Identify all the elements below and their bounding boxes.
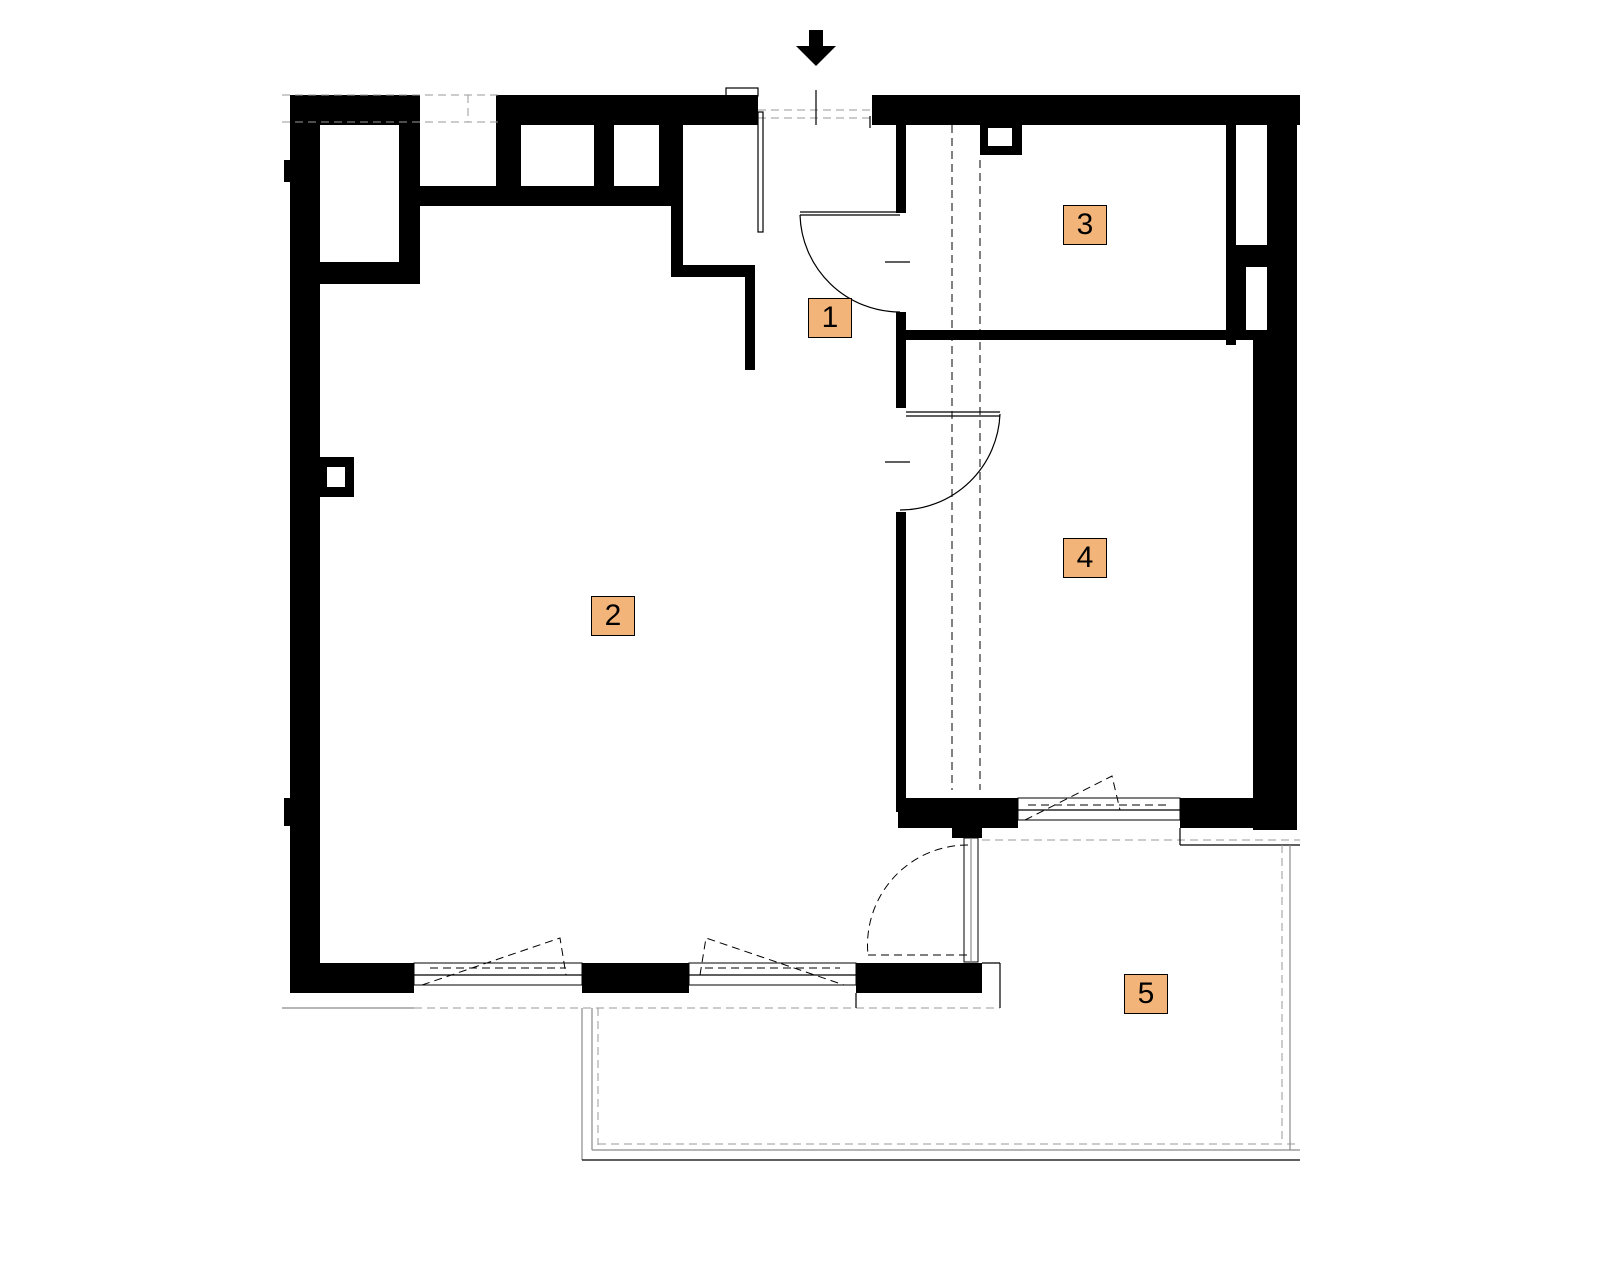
balcony-door — [867, 837, 979, 963]
window-room2-left — [413, 937, 583, 986]
window-room4 — [1017, 775, 1181, 821]
interior-walls — [320, 125, 1268, 812]
arrow-down-icon — [796, 30, 836, 66]
window-room2-right — [688, 937, 857, 986]
exterior-outline — [282, 90, 872, 125]
ceiling-lines — [951, 125, 981, 790]
room-label-1: 1 — [808, 298, 852, 338]
room-label-2: 2 — [591, 596, 635, 636]
entrance-door — [725, 87, 910, 313]
room-label-5: 5 — [1124, 974, 1168, 1014]
exterior-walls — [284, 95, 1300, 993]
room-label-3: 3 — [1063, 205, 1107, 245]
room4-door — [885, 411, 1001, 511]
room-label-4: 4 — [1063, 538, 1107, 578]
terrace-outline — [282, 828, 1300, 1161]
